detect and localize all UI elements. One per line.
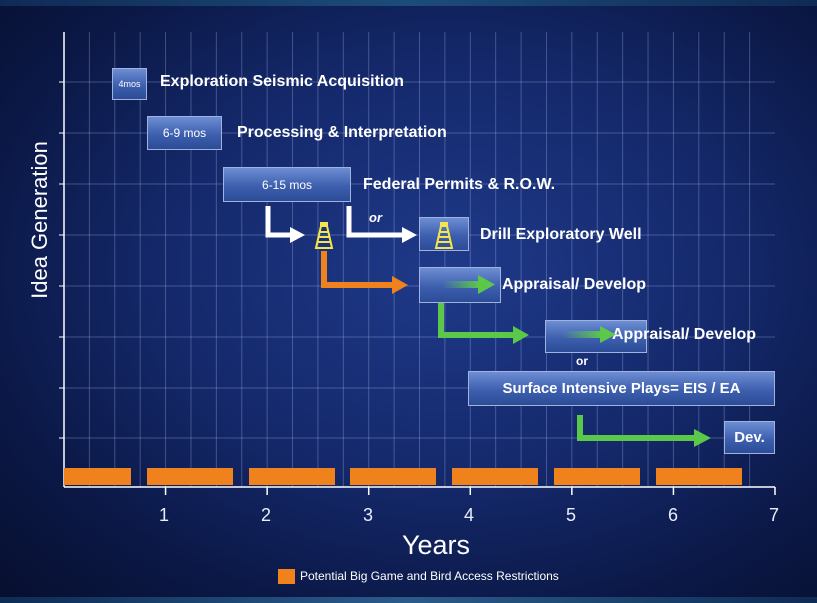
restriction-bar: [554, 468, 640, 485]
drill-step-box: [419, 217, 469, 251]
seismic-step-label: Exploration Seismic Acquisition: [160, 73, 404, 90]
green-arrow: [442, 275, 495, 294]
orange-arrow: [321, 251, 408, 294]
green-arrow: [438, 303, 529, 344]
restriction-bar: [452, 468, 538, 485]
x-tick-label: 2: [260, 505, 271, 525]
restriction-bar: [64, 468, 131, 485]
restriction-bar: [656, 468, 742, 485]
legend-swatch: [278, 568, 295, 584]
seismic-duration-box: 4mos: [112, 68, 147, 100]
green-arrow: [562, 326, 616, 343]
permits-duration-box: 6-15 mos: [223, 167, 351, 202]
x-tick-label: 1: [158, 505, 169, 525]
restriction-bar: [350, 468, 436, 485]
bottom-border-band: [0, 597, 817, 603]
appraisal-2-label: Appraisal/ Develop: [612, 326, 757, 343]
processing-step-label: Processing & Interpretation: [237, 124, 447, 141]
drill-rig-icon: [314, 222, 334, 249]
appraisal-1-label: Appraisal/ Develop: [502, 276, 647, 293]
drill-rig-icon: [434, 222, 454, 249]
permits-step-label: Federal Permits & R.O.W.: [363, 176, 556, 193]
legend-label: Potential Big Game and Bird Access Restr…: [300, 569, 559, 583]
x-tick-label: 4: [463, 505, 474, 525]
x-tick-label: 6: [667, 505, 678, 525]
or-label: or: [576, 354, 588, 368]
restriction-bar: [147, 468, 233, 485]
restriction-bar: [249, 468, 335, 485]
green-arrow: [577, 415, 711, 447]
top-border-band: [0, 0, 817, 6]
dev-box: Dev.: [724, 421, 775, 454]
white-arrow: [265, 206, 305, 243]
legend: Potential Big Game and Bird Access Restr…: [278, 567, 559, 585]
drill-step-label: Drill Exploratory Well: [480, 226, 642, 243]
surface-plays-box: Surface Intensive Plays= EIS / EA: [468, 371, 775, 406]
processing-duration-box: 6-9 mos: [147, 116, 222, 150]
x-tick-label: 7: [768, 505, 779, 525]
x-axis-label: Years: [401, 530, 471, 560]
white-arrow: [346, 206, 417, 243]
x-tick-label: 5: [565, 505, 576, 525]
x-tick-label: 3: [362, 505, 373, 525]
or-label: or: [369, 210, 382, 225]
